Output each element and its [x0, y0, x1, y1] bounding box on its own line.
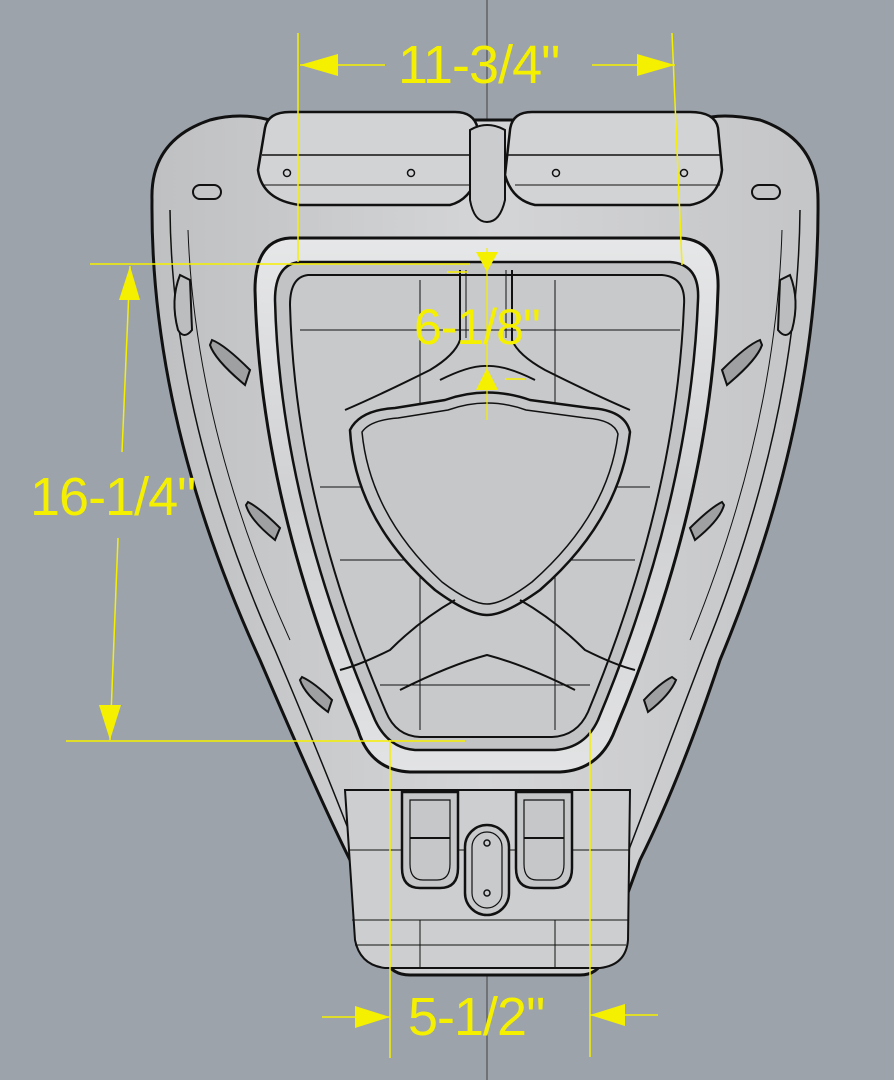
seat-shell — [150, 110, 820, 977]
dimension-label-overall-height: 16-1/4" — [30, 467, 196, 527]
dimension-label-bottom-width: 5-1/2" — [408, 987, 545, 1047]
dimension-lines — [66, 32, 683, 1058]
dimension-label-top-width: 11-3/4" — [398, 35, 560, 95]
dimension-label-center-depth: 6-1/8" — [414, 299, 541, 355]
